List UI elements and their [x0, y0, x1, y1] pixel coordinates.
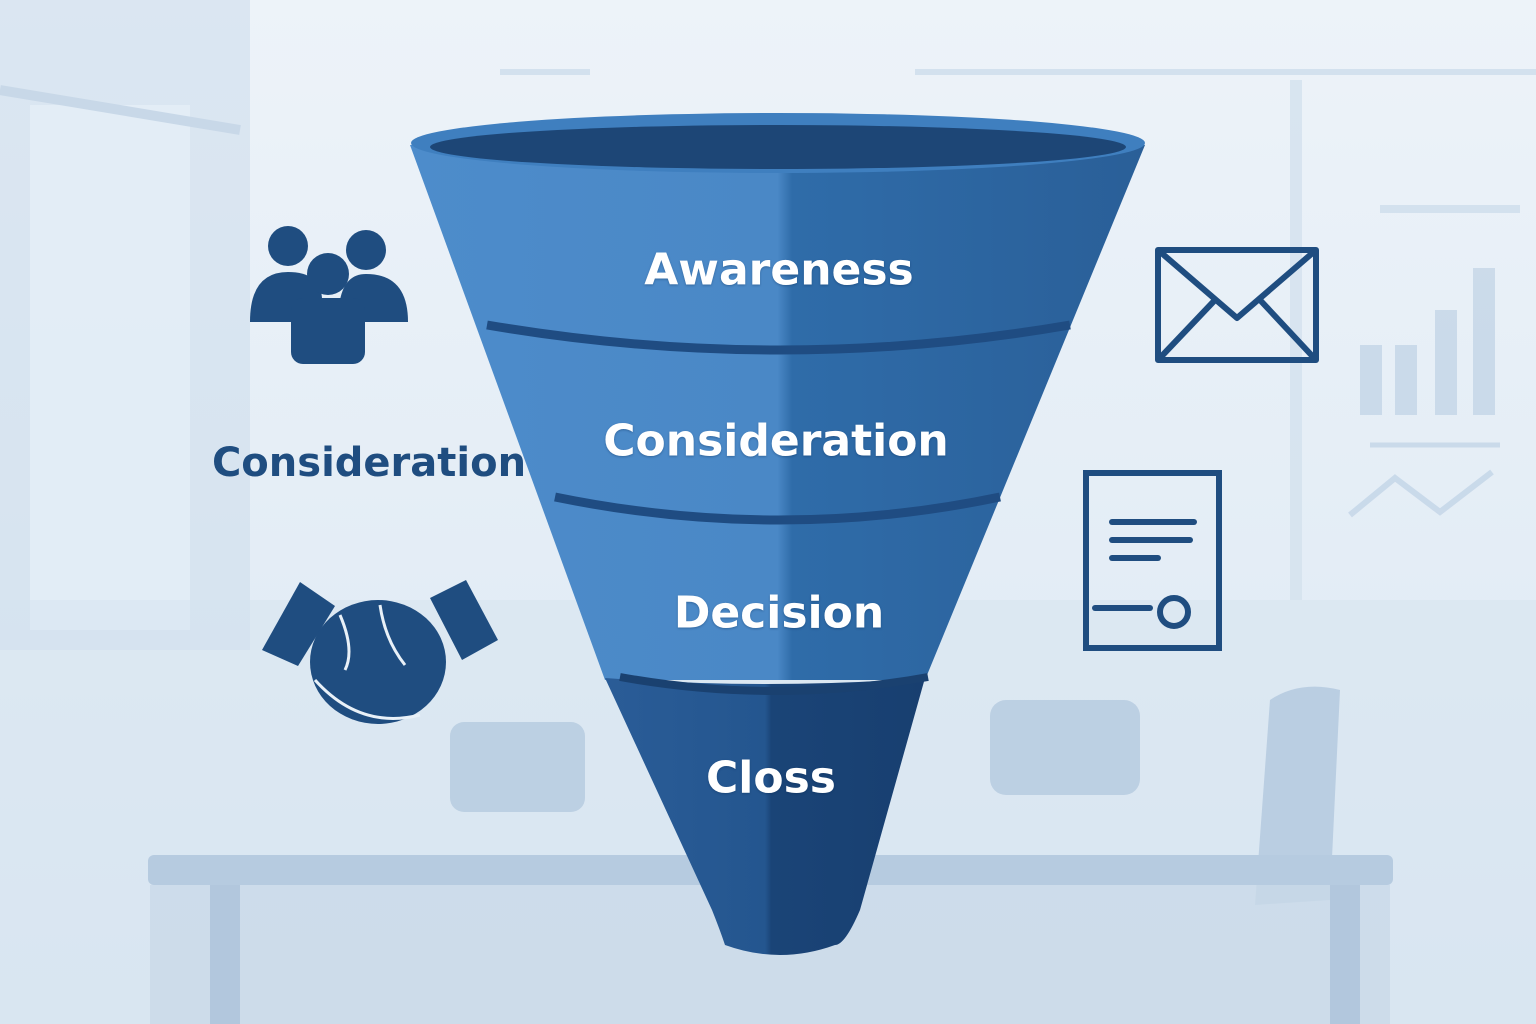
funnel-ring-3 [619, 673, 929, 695]
side-label-consideration: Consideration [211, 440, 527, 486]
chair-far-right [1255, 686, 1340, 905]
contract-document-icon [1083, 470, 1222, 651]
handshake-icon [262, 580, 498, 724]
window-pane [30, 105, 190, 630]
stage-label-awareness: Awareness [644, 244, 914, 296]
envelope-icon [1155, 247, 1319, 363]
funnel-opening [430, 125, 1126, 169]
stage-label-close: Closs [706, 752, 836, 804]
funnel-ring-2 [554, 492, 1001, 525]
stage-label-consideration: Consideration [603, 415, 949, 467]
background-bar-chart [1348, 268, 1500, 518]
chair-right [990, 700, 1140, 795]
stage-label-decision: Decision [673, 587, 885, 639]
funnel [410, 113, 1145, 955]
funnel-bottom-stage [605, 678, 925, 955]
chair-left [450, 722, 585, 812]
people-group-icon [250, 226, 408, 364]
funnel-ring-1 [486, 320, 1071, 355]
funnel-upper-body [410, 135, 1145, 680]
